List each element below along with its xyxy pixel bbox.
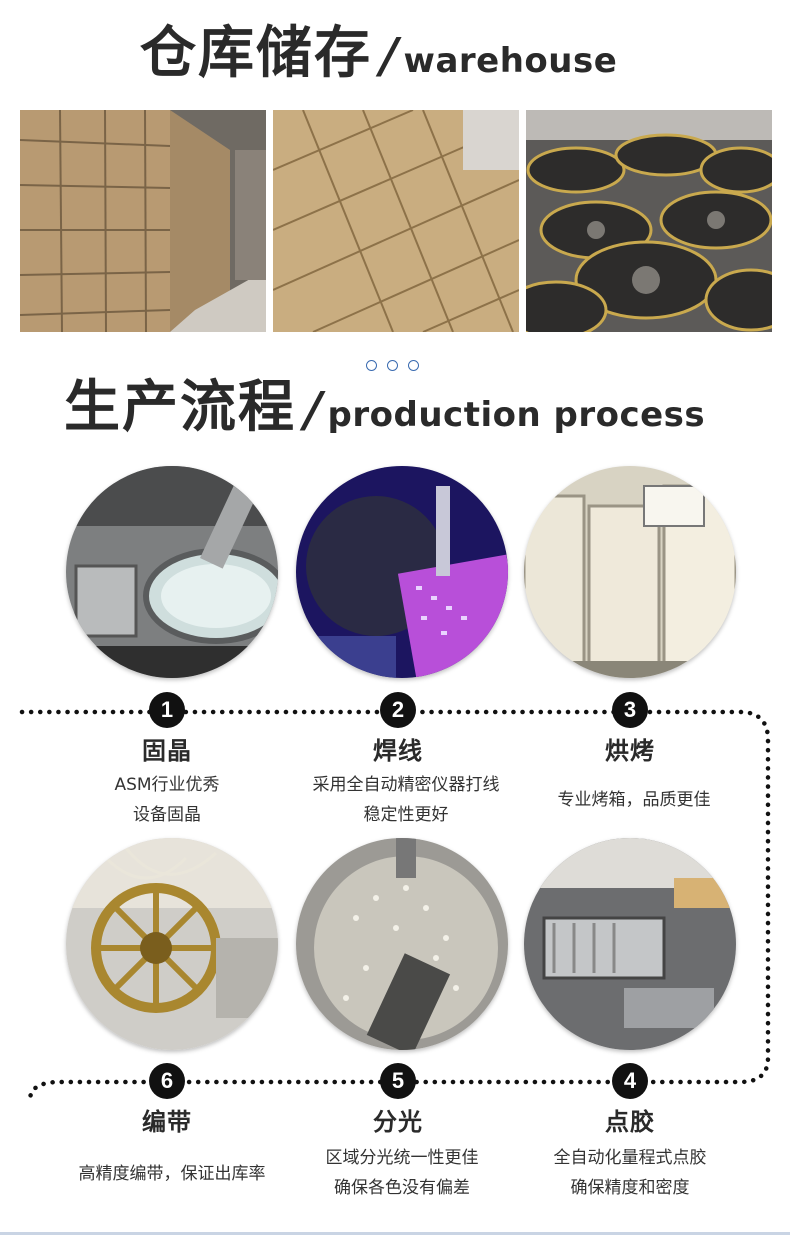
heading-slash: / [298,382,328,438]
step-1-desc-line: 设备固晶 [133,805,201,825]
warehouse-title-cn: 仓库储存 [140,21,372,86]
warehouse-shelves-photo [20,110,266,332]
step-5-badge: 5 [380,1063,416,1099]
step-4-description: 全自动化量程式点胶 确保精度和密度 [500,1143,760,1203]
step-3-title: 烘烤 [605,737,655,765]
step-5-description: 区域分光统一性更佳 确保各色没有偏差 [272,1143,532,1203]
step-3-description: 专业烤箱，品质更佳 [504,785,764,815]
step-4-desc-line: 全自动化量程式点胶 [553,1148,707,1168]
production-heading: 生产流程 / production process [64,362,705,443]
heading-slash: / [374,28,404,84]
taping-machine-photo [66,838,278,1050]
production-title-en: production process [327,395,706,435]
step-2-title: 焊线 [373,737,423,765]
tape-reels-photo [526,110,772,332]
step-4-title: 点胶 [605,1108,655,1136]
bottom-divider [0,1232,790,1235]
step-6-title: 编带 [142,1108,192,1136]
step-2-badge: 2 [380,692,416,728]
die-bonding-photo [66,466,278,678]
step-1-desc-line: ASM行业优秀 [114,775,220,795]
step-5-desc-line: 区域分光统一性更佳 [325,1148,479,1168]
decorative-dots [366,360,419,371]
step-2-desc-line: 稳定性更好 [363,805,449,825]
wire-bonding-photo [296,466,508,678]
step-1-badge: 1 [149,692,185,728]
step-1-title: 固晶 [142,737,192,765]
step-3-desc-line: 专业烤箱，品质更佳 [557,790,711,810]
step-1-description: ASM行业优秀 设备固晶 [37,770,297,830]
step-4-desc-line: 确保精度和密度 [570,1178,690,1198]
step-5-desc-line: 确保各色没有偏差 [334,1178,470,1198]
warehouse-title-en: warehouse [403,41,618,81]
production-title-cn: 生产流程 [64,375,296,440]
step-6-description: 高精度编带，保证出库率 [42,1159,302,1189]
step-2-description: 采用全自动精密仪器打线 稳定性更好 [276,770,536,830]
step-4-badge: 4 [612,1063,648,1099]
step-2-desc-line: 采用全自动精密仪器打线 [312,775,500,795]
warehouse-heading: 仓库储存 / warehouse [140,8,617,89]
sorting-machine-photo [296,838,508,1050]
dispensing-machine-photo [524,838,736,1050]
step-5-title: 分光 [373,1108,423,1136]
step-3-badge: 3 [612,692,648,728]
step-6-badge: 6 [149,1063,185,1099]
step-6-desc-line: 高精度编带，保证出库率 [78,1164,266,1184]
baking-oven-photo [524,466,736,678]
stacked-boxes-photo [273,110,519,332]
